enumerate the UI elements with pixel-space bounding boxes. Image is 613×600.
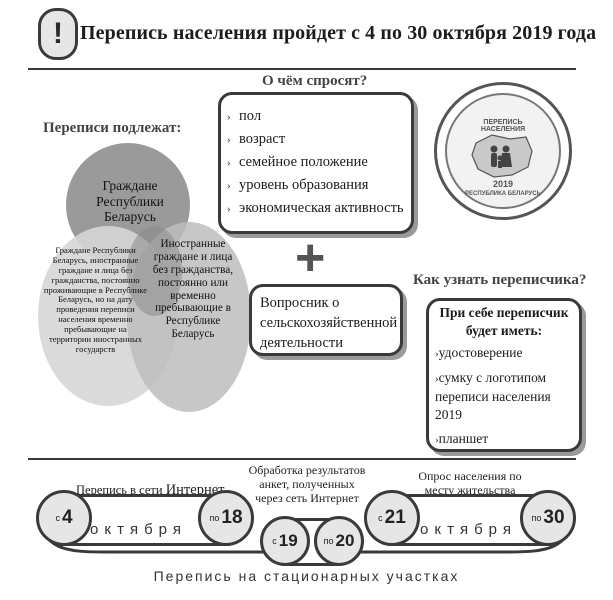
agri-text: Вопросник о сельскохозяйственной деятель…: [260, 295, 398, 351]
arrow-right-icon: ›: [227, 180, 231, 192]
belarus-family-icon: [471, 134, 533, 178]
arrow-right-icon: ›: [227, 134, 231, 146]
stations-label: Перепись на стационарных участках: [153, 568, 460, 584]
questions-heading: О чём спросят?: [262, 73, 368, 89]
questions-box: ›пол ›возраст ›семейное положение ›урове…: [218, 92, 414, 234]
subjects-heading: Переписи подлежат:: [43, 120, 182, 136]
logo-year: 2019: [492, 179, 514, 189]
plus-icon: +: [295, 229, 326, 287]
question-item: ›экономическая активность: [227, 197, 411, 220]
enumerator-item: ›сумку с логотипом переписи населения 20…: [435, 370, 551, 422]
month-label: октября: [420, 521, 517, 538]
survey-label: Опрос населения по месту жительства: [418, 469, 522, 497]
header-divider: [28, 68, 576, 70]
logo-top-text: ПЕРЕПИСЬ НАСЕЛЕНИЯ: [480, 119, 526, 133]
page-title: Перепись населения пройдет с 4 по 30 окт…: [80, 22, 597, 44]
processing-label: Обработка результатов анкет, полученных …: [248, 463, 366, 505]
circle-overlap: [127, 226, 182, 316]
arrow-right-icon: ›: [227, 157, 231, 169]
question-item: ›семейное положение: [227, 151, 411, 174]
circle-foreigners-text: Иностранные граждане и лица без гражданс…: [152, 238, 234, 341]
enumerator-intro: При себе переписчик будет иметь:: [439, 305, 569, 338]
exclamation-icon: !: [38, 8, 78, 60]
circle-citizens-text: Граждане Республики Беларусь: [96, 178, 164, 225]
logo-bottom-text: РЕСПУБЛИКА БЕЛАРУСЬ: [465, 191, 541, 197]
arrow-right-icon: ›: [435, 348, 439, 360]
enumerator-box: При себе переписчик будет иметь: ›удосто…: [426, 298, 582, 452]
enumerator-item: ›удостоверение: [435, 345, 523, 360]
arrow-right-icon: ›: [227, 111, 231, 123]
question-item: ›уровень образования: [227, 174, 411, 197]
arrow-right-icon: ›: [435, 373, 439, 385]
timeline-divider: [28, 458, 576, 460]
enumerator-heading: Как узнать переписчика?: [413, 272, 587, 288]
circle-abroad-text: Граждане Республики Беларусь, иностранны…: [43, 245, 148, 354]
month-label: октября: [90, 521, 187, 538]
enumerator-item: ›планшет: [435, 431, 489, 446]
question-item: ›пол: [227, 105, 411, 128]
question-item: ›возраст: [227, 128, 411, 151]
agri-box: Вопросник о сельскохозяйственной деятель…: [249, 284, 403, 356]
arrow-right-icon: ›: [435, 434, 439, 446]
census-logo: ПЕРЕПИСЬ НАСЕЛЕНИЯ 2019 РЕСПУБЛИКА БЕЛАР…: [434, 82, 572, 220]
arrow-right-icon: ›: [227, 203, 231, 215]
